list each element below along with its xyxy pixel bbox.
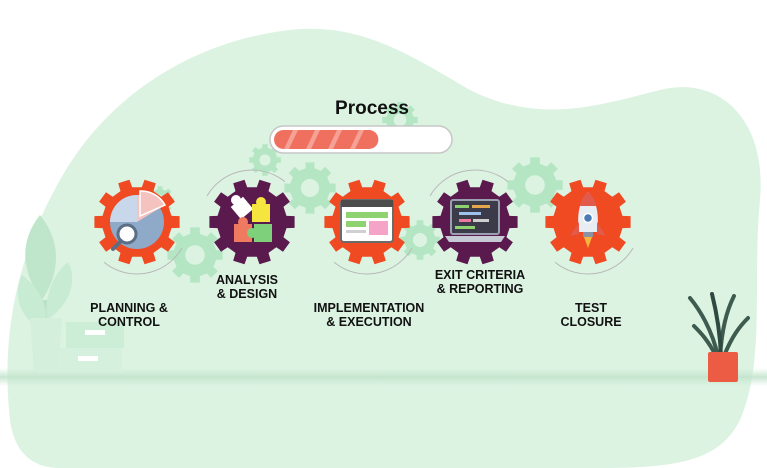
background-gear-hole-6 — [525, 175, 545, 195]
potted-plant-right-decoration — [688, 292, 750, 382]
step-label-implementation-execution: IMPLEMENTATION& EXECUTION — [313, 301, 425, 329]
step-label-analysis-design: ANALYSIS& DESIGN — [215, 273, 279, 301]
pie-chart-magnifier-icon — [110, 190, 167, 251]
rocket-icon — [570, 192, 606, 248]
background-gear-hole-5 — [413, 233, 427, 247]
plant-left-decoration — [17, 215, 73, 372]
progress-stripe — [306, 130, 320, 149]
progress-stripe — [284, 130, 298, 149]
background-gear-hole-4 — [393, 113, 407, 127]
process-title: Process — [335, 98, 409, 119]
gear-orbit-arc-4 — [422, 169, 528, 275]
progress-stripe — [328, 130, 342, 149]
gear-orbit-arc-5 — [535, 169, 641, 275]
browser-window-icon — [340, 199, 394, 243]
storage-boxes-decoration — [58, 322, 124, 372]
floor-shadow — [0, 368, 767, 386]
background-gear-hole-3 — [300, 178, 320, 198]
progress-bar — [269, 125, 453, 154]
step-label-planning-control: PLANNING &CONTROL — [90, 301, 168, 329]
gear-orbit-arc-2 — [199, 169, 305, 275]
gear-orbit-arc-3 — [314, 169, 420, 275]
gear-orbit-arc-1 — [84, 169, 190, 275]
step-label-exit-criteria-reporting: EXIT CRITERIA& REPORTING — [434, 268, 526, 296]
background-gear-hole-2 — [259, 154, 271, 166]
code-laptop-icon — [445, 199, 505, 242]
progress-stripe — [350, 130, 364, 149]
puzzle-pieces-icon — [230, 195, 272, 242]
background-gear-hole-1 — [185, 245, 205, 265]
